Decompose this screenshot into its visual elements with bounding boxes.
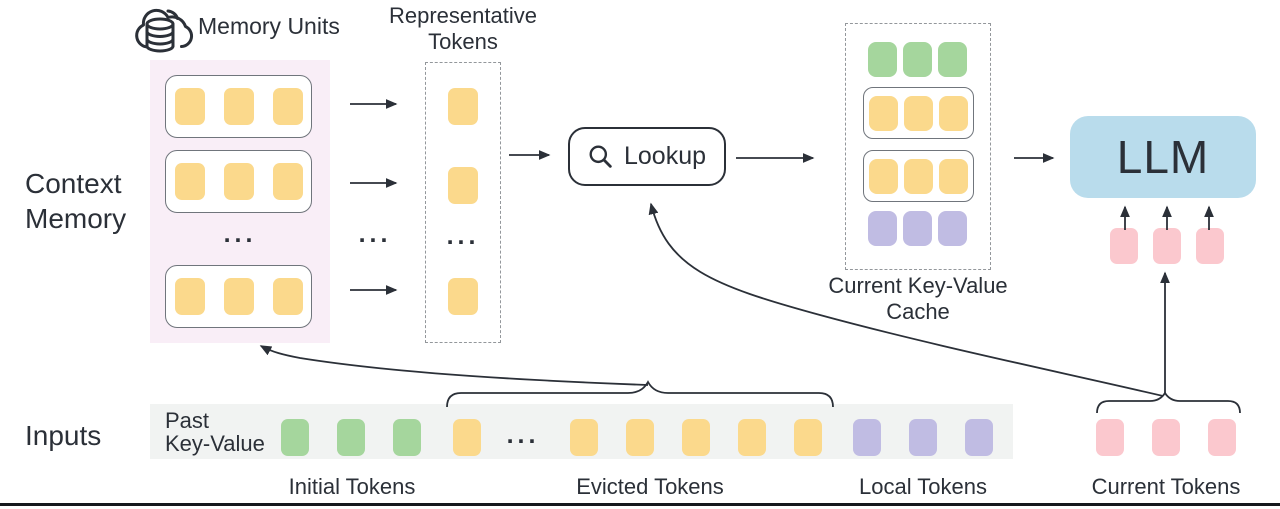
context-memory-label-line1: Context — [25, 168, 122, 199]
cache-retrieved-token — [904, 158, 933, 194]
initial-tokens-row — [281, 419, 421, 456]
cache-retrieved-row — [869, 95, 968, 131]
local-token — [853, 419, 881, 456]
memory-unit-token — [272, 278, 303, 315]
cache-label-line1: Current Key-Value — [828, 273, 1008, 298]
arrows-ellipsis: ... — [358, 220, 392, 248]
initial-token — [281, 419, 309, 456]
memory-unit-token — [272, 163, 303, 200]
cache-retrieved-unit — [863, 150, 974, 202]
cache-retrieved-row — [869, 158, 968, 194]
cache-local-token — [868, 211, 897, 246]
evicted-tokens-caption: Evicted Tokens — [576, 474, 724, 499]
current-tokens-row — [1096, 419, 1236, 456]
evicted-token — [453, 419, 481, 456]
memory-unit-token — [223, 278, 254, 315]
cache-initial-token — [938, 42, 967, 77]
representative-token-slot — [448, 278, 478, 315]
memory-unit-tokens — [174, 163, 303, 200]
memory-unit-box — [165, 265, 312, 328]
local-tokens-row — [853, 419, 993, 456]
context-memory-label-line2: Memory — [25, 203, 127, 234]
cache-local-token — [903, 211, 932, 246]
representative-token-slot — [448, 167, 478, 204]
lookup-label: Lookup — [623, 142, 707, 170]
evicted-tokens-head — [453, 419, 481, 456]
memory-unit-box — [165, 75, 312, 138]
past-kv-line1: Past — [165, 408, 210, 433]
current-tokens-brace — [1096, 391, 1241, 414]
evicted-token — [570, 419, 598, 456]
memory-unit-box — [165, 150, 312, 213]
memory-unit-token — [272, 88, 303, 125]
representative-token — [448, 278, 478, 315]
current-token — [1152, 419, 1180, 456]
local-token — [965, 419, 993, 456]
cache-retrieved-token — [904, 95, 933, 131]
past-kv-line2: Key-Value — [165, 431, 265, 456]
evicted-token — [794, 419, 822, 456]
cache-initial-token — [868, 42, 897, 77]
memory-unit-token — [174, 88, 205, 125]
representative-tokens-label: Representative Tokens — [383, 3, 543, 55]
memory-ellipsis: ... — [223, 220, 257, 248]
cache-local-token — [938, 211, 967, 246]
representative-tokens-box — [425, 62, 501, 343]
figure-bottom-rule — [0, 503, 1280, 506]
evicted-ellipsis: ... — [506, 421, 540, 449]
memory-units-label: Memory Units — [198, 13, 340, 39]
memory-unit-tokens — [174, 278, 303, 315]
local-tokens-caption: Local Tokens — [858, 474, 987, 499]
cloud-database-icon — [135, 8, 194, 53]
initial-tokens-caption: Initial Tokens — [288, 474, 416, 499]
magnifier-icon — [589, 145, 612, 168]
cache-retrieved-token — [939, 158, 968, 194]
initial-token — [337, 419, 365, 456]
inputs-label: Inputs — [25, 420, 102, 451]
cache-local-row — [868, 211, 967, 246]
representative-label-line2: Tokens — [428, 29, 498, 54]
cache-initial-row — [868, 42, 967, 77]
evicted-token — [682, 419, 710, 456]
llm-label: LLM — [1116, 131, 1210, 183]
representative-token — [448, 88, 478, 125]
memory-unit-token — [223, 88, 254, 125]
current-token — [1096, 419, 1124, 456]
current-kv-cache-label: Current Key-Value Cache — [820, 273, 1016, 325]
evicted-token — [738, 419, 766, 456]
memory-unit-token — [174, 278, 205, 315]
local-token — [909, 419, 937, 456]
current-tokens-caption: Current Tokens — [1091, 474, 1241, 499]
memory-unit-token — [223, 163, 254, 200]
llm-input-token — [1196, 228, 1224, 264]
cache-initial-token — [903, 42, 932, 77]
cache-retrieved-token — [869, 95, 898, 131]
memory-unit-tokens — [174, 88, 303, 125]
cache-label-line2: Cache — [886, 299, 950, 324]
context-memory-label: Context Memory — [25, 166, 126, 236]
curve-evicted-to-memory — [259, 345, 649, 386]
cache-retrieved-token — [939, 95, 968, 131]
representative-ellipsis: ... — [446, 222, 480, 250]
llm-box: LLM — [1070, 116, 1256, 198]
representative-token — [448, 167, 478, 204]
llm-input-tokens — [1110, 228, 1224, 264]
lookup-button: Lookup — [568, 127, 726, 186]
llm-input-token — [1153, 228, 1181, 264]
representative-token-slot — [448, 88, 478, 125]
evicted-tokens-row — [570, 419, 822, 456]
memory-unit-token — [174, 163, 205, 200]
llm-input-token — [1110, 228, 1138, 264]
current-token — [1208, 419, 1236, 456]
representative-label-line1: Representative — [389, 3, 537, 28]
past-key-value-label: Past Key-Value — [165, 409, 265, 455]
evicted-token — [626, 419, 654, 456]
initial-token — [393, 419, 421, 456]
cache-retrieved-token — [869, 158, 898, 194]
cache-retrieved-unit — [863, 87, 974, 139]
